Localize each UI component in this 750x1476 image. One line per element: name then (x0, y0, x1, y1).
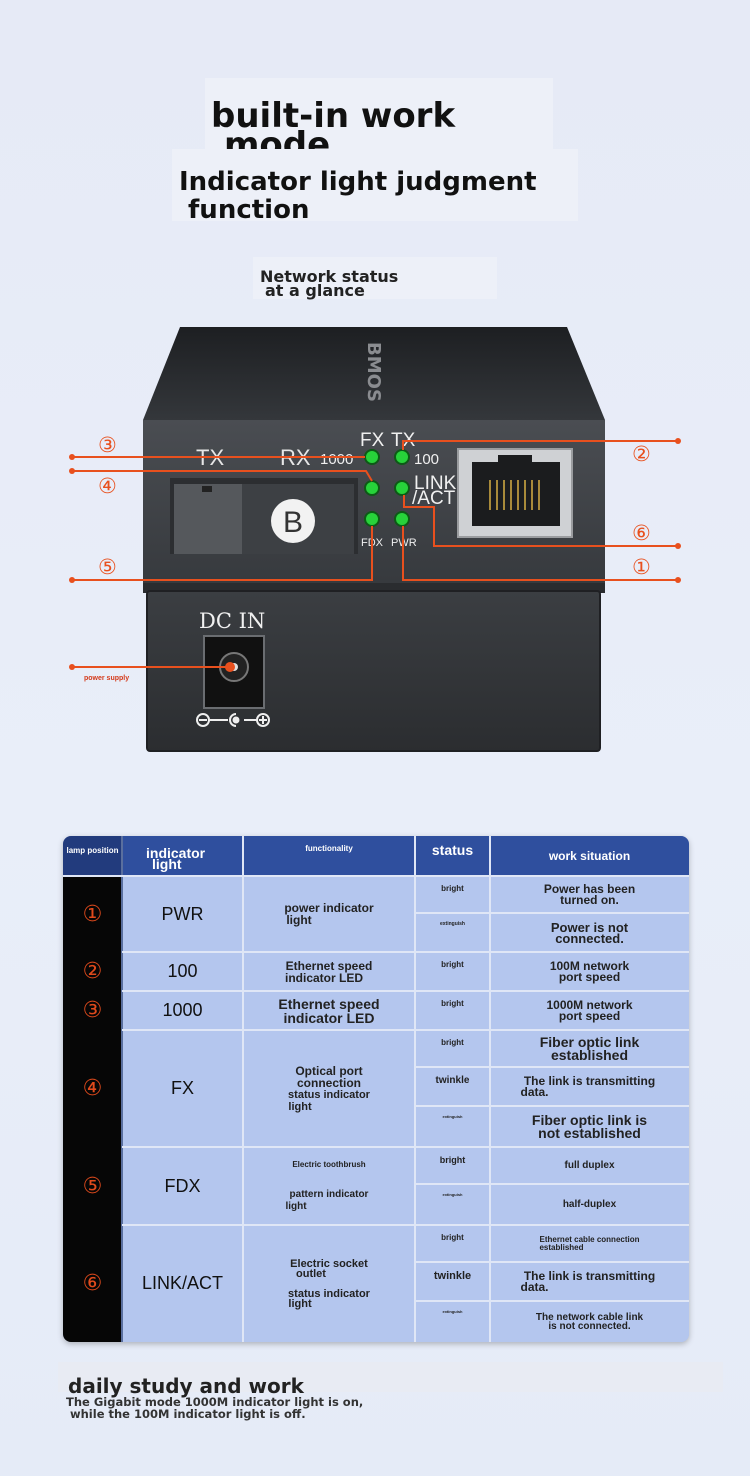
leader-1 (402, 526, 678, 581)
row-link-status-3: extinguish (415, 1301, 490, 1342)
row-pwr-light: PWR (122, 876, 243, 952)
callout-3: ③ (98, 433, 117, 457)
subtitle-backdrop (172, 149, 578, 221)
grid-v1 (121, 836, 123, 1342)
page-subtitle-line2: function (188, 195, 310, 225)
led-fdx (364, 511, 380, 527)
grid-v4 (489, 836, 491, 1342)
housing-front-lower (146, 590, 601, 752)
callout-1: ① (632, 555, 651, 579)
footer-title: daily study and work (68, 1374, 304, 1398)
grid-v2 (242, 836, 244, 1342)
row-100-light: 100 (122, 952, 243, 991)
row-fx-status-2: twinkle (415, 1067, 490, 1106)
grid-v3 (414, 836, 416, 1342)
callout-6: ⑥ (632, 521, 651, 545)
th-work: work situation (490, 836, 689, 876)
callout-2: ② (632, 442, 651, 466)
title-backdrop (205, 78, 553, 150)
callout-4: ④ (98, 474, 117, 498)
indicator-spec-table: lamp position indicator light functional… (63, 836, 689, 1342)
row-100-status: bright (415, 952, 490, 991)
row-pwr-status-2: extinguish (415, 913, 490, 952)
fiber-type-badge (271, 499, 315, 543)
led-link-act (394, 480, 410, 496)
page-title-line1: built-in work (211, 96, 456, 136)
dc-in-label: DC IN (199, 609, 265, 633)
row-fx-light: FX (122, 1030, 243, 1147)
led-label-link: LINK (414, 473, 457, 494)
led-label-fx: FX (360, 430, 385, 451)
housing-top (143, 327, 605, 420)
row-pwr-status-1: bright (415, 876, 490, 913)
row-1000-position: ③ (63, 991, 122, 1030)
led-label-100: 100 (414, 451, 439, 468)
page-subtitle-line1: Indicator light judgment (179, 167, 537, 197)
th-position: lamp position (63, 836, 122, 876)
led-label-act: /ACT (412, 488, 456, 509)
led-fx (364, 480, 380, 496)
media-converter-illustration: BMOS TX RX B FX TX 1000 100 LINK /ACT FD… (69, 327, 681, 752)
led-pwr (394, 511, 410, 527)
led-label-1000: 1000 (320, 451, 353, 468)
row-1000-status: bright (415, 991, 490, 1030)
leader-6 (403, 495, 678, 547)
grid-h-head (63, 875, 689, 877)
brand-mark: BMOS (363, 342, 384, 402)
leader-2 (402, 440, 678, 450)
callout-5: ⑤ (98, 555, 117, 579)
row-100-position: ② (63, 952, 122, 991)
footer-note-line1: The Gigabit mode 1000M indicator light i… (66, 1395, 364, 1409)
row-fx-status-3: extinguish (415, 1106, 490, 1147)
led-100 (394, 449, 410, 465)
row-fdx-status-1: bright (415, 1147, 490, 1184)
row-link-position: ⑥ (63, 1225, 122, 1342)
footer-note-line2: while the 100M indicator light is off. (70, 1407, 306, 1421)
th-function: functionality (243, 836, 415, 876)
th-light: indicator light (122, 836, 243, 876)
row-fdx-position: ⑤ (63, 1147, 122, 1225)
dc-polarity-icon (196, 713, 270, 727)
row-pwr-position: ① (63, 876, 122, 952)
th-status: status (415, 836, 490, 876)
tagline-backdrop (253, 257, 497, 299)
row-fdx-work-2: half-duplex (490, 1184, 689, 1225)
row-1000-light: 1000 (122, 991, 243, 1030)
tagline-line2: at a glance (265, 281, 365, 300)
row-link-status-1: bright (415, 1225, 490, 1262)
leader-4 (72, 470, 373, 482)
rj45-port (457, 448, 573, 538)
row-fdx-work-1: full duplex (490, 1147, 689, 1184)
fiber-type-badge-text: B (283, 506, 303, 539)
row-fx-position: ④ (63, 1030, 122, 1147)
led-1000 (364, 449, 380, 465)
tagline-line1: Network status (260, 267, 399, 286)
row-link-status-2: twinkle (415, 1262, 490, 1301)
power-supply-label: power supply (84, 675, 129, 682)
row-link-light: LINK/ACT (122, 1225, 243, 1342)
row-fdx-light: FDX (122, 1147, 243, 1225)
footer-backdrop (58, 1362, 723, 1392)
row-fdx-status-2: extinguish (415, 1184, 490, 1225)
row-fx-status-1: bright (415, 1030, 490, 1067)
leader-5 (72, 526, 373, 581)
